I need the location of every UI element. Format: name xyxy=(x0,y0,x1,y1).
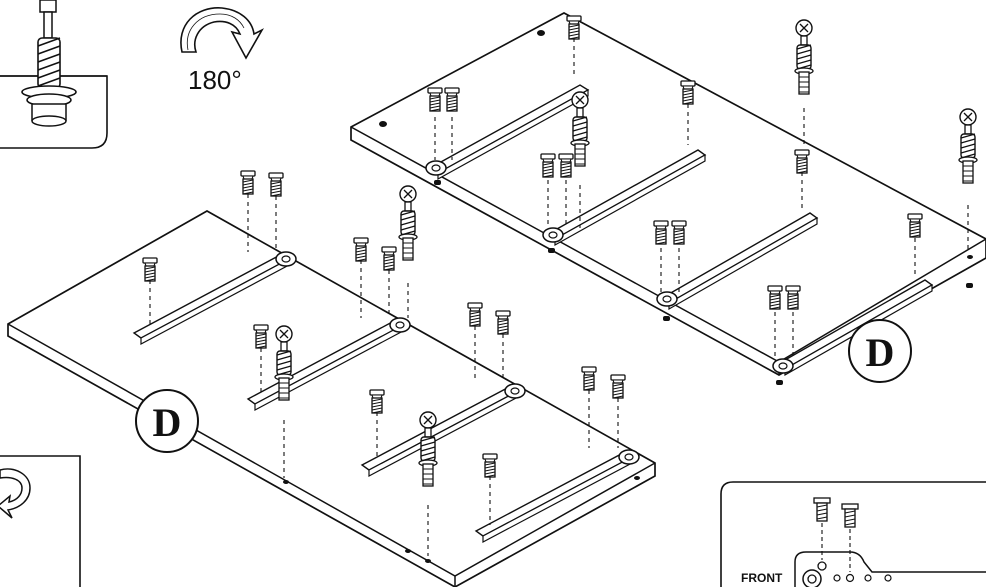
screw-icon xyxy=(566,15,582,40)
screw-icon xyxy=(671,220,687,245)
screw-icon xyxy=(907,213,923,238)
screw-icon xyxy=(142,257,158,282)
screw-icon xyxy=(794,149,810,174)
rotation-detail-inset xyxy=(0,455,81,587)
drawer-rail-icon xyxy=(132,251,297,346)
screw-icon xyxy=(240,170,256,195)
screw-icon xyxy=(381,246,397,271)
dowel-detail-inset xyxy=(0,0,108,149)
screw-icon xyxy=(813,497,831,522)
front-label: FRONT xyxy=(741,571,783,585)
screw-icon xyxy=(369,389,385,414)
rotate-arrow-small-icon xyxy=(0,468,31,519)
screw-icon xyxy=(767,285,783,310)
screw-icon xyxy=(495,310,511,335)
front-detail-inset: FRONT xyxy=(720,481,986,587)
cam-dowel-icon xyxy=(794,19,814,95)
cam-dowel-icon xyxy=(398,185,418,261)
drawer-rail-icon xyxy=(656,212,819,311)
screw-icon xyxy=(482,453,498,478)
rotate-arrow-icon xyxy=(180,7,265,60)
screw-icon xyxy=(653,220,669,245)
panel-lower-left: D xyxy=(7,170,656,587)
screw-icon xyxy=(540,153,556,178)
panel-upper-right: D xyxy=(350,12,986,385)
drawer-rail-icon xyxy=(542,149,707,247)
cam-dowel-icon xyxy=(958,108,978,184)
cam-dowel-icon xyxy=(21,0,77,127)
screw-icon xyxy=(444,87,460,112)
panel-label: D xyxy=(153,400,182,445)
screw-icon xyxy=(467,302,483,327)
panel-label-badge: D xyxy=(135,389,199,453)
drawer-rail-icon xyxy=(474,449,640,543)
panel-label-badge: D xyxy=(848,319,912,383)
rotation-label: 180° xyxy=(188,65,242,95)
screw-icon xyxy=(253,324,269,349)
screw-icon xyxy=(268,172,284,197)
drawer-rail-icon xyxy=(425,84,590,181)
screw-icon xyxy=(581,366,597,391)
screw-icon xyxy=(558,153,574,178)
panel-label: D xyxy=(866,330,895,375)
screw-icon xyxy=(785,285,801,310)
drawer-rail-icon xyxy=(360,383,526,477)
screw-icon xyxy=(427,87,443,112)
screw-icon xyxy=(353,237,369,262)
screw-icon xyxy=(841,503,859,528)
screw-icon xyxy=(610,374,626,399)
screw-icon xyxy=(680,80,696,105)
